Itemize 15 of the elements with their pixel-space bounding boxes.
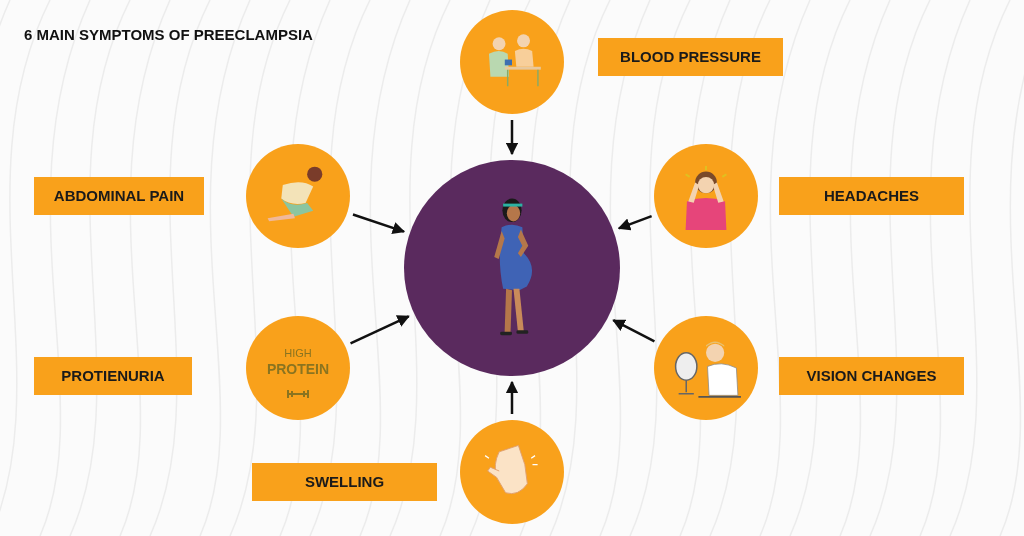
- badge-word: PROTEIN: [266, 360, 330, 379]
- arrow: [350, 315, 410, 345]
- arrow: [617, 215, 653, 231]
- label-box: VISION CHANGES: [779, 357, 964, 395]
- label-box: HEADACHES: [779, 177, 964, 215]
- arrow: [612, 319, 656, 343]
- arrow: [505, 380, 519, 414]
- badge-caption: HIGH: [284, 347, 312, 359]
- label-box: SWELLING: [252, 463, 437, 501]
- label-box: BLOOD PRESSURE: [598, 38, 783, 76]
- arrow: [505, 120, 519, 156]
- diagram-title: 6 MAIN SYMPTOMS OF PREECLAMPSIA: [24, 25, 313, 45]
- label-box: PROTIENURIA: [34, 357, 192, 395]
- arrow: [352, 213, 406, 234]
- label-box: ABDOMINAL PAIN: [34, 177, 204, 215]
